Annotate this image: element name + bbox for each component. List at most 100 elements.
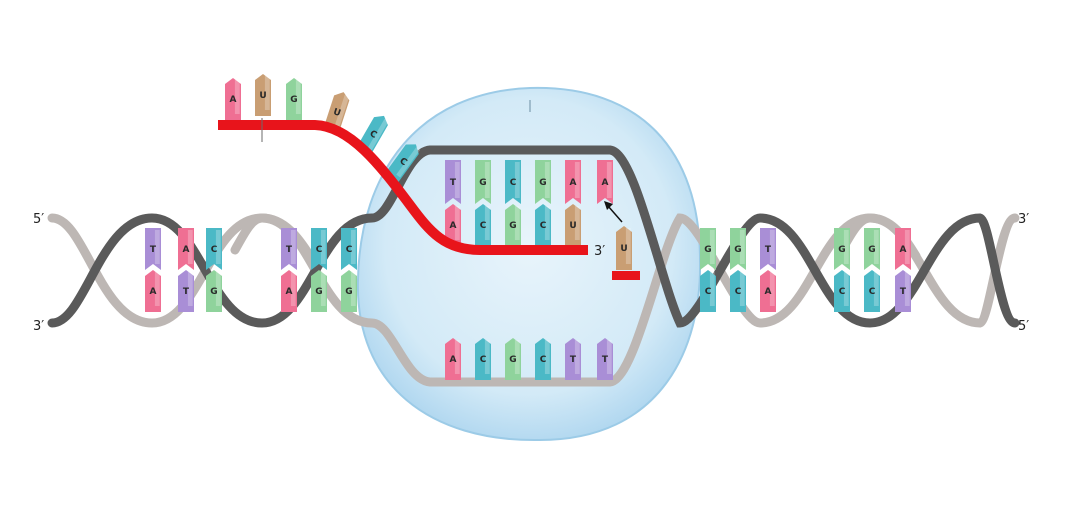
right-helix-bottom-base-6-letter: T [900,287,907,297]
right-helix-top-base-3-shade [769,230,775,264]
right-helix-bottom-base-4-letter: C [839,287,846,297]
template-base-2-letter: G [479,178,486,188]
left-helix-top-base-5-block [311,228,327,270]
right-helix-bottom-base-1-block [700,270,716,312]
right-helix-bottom-base-5-block [864,270,880,312]
template-base-1-letter: T [450,178,457,188]
right-helix-bottom-base-5-shade [873,272,879,306]
right-helix-top-base-1-shade [709,230,715,264]
rna-paired-base-2-letter: C [480,221,487,231]
template-base-6-shade [606,162,612,198]
rna-tail-base-6: C [384,144,421,184]
incoming-base-shade [625,228,631,264]
label-3prime-bottom-left: 3′ [33,319,44,334]
coding-base-5-letter: T [570,355,577,365]
left-helix-top-base-6-block [341,228,357,270]
rna-tail-base-4-letter: U [332,107,342,119]
right-helix-top-base-1-block [700,228,716,270]
rna-tail-base-2-shade [264,76,270,110]
coding-base-2-block [475,338,491,380]
rna-tail-base-3-block [286,78,302,120]
coding-base-2-shade [484,340,490,374]
coding-base-4-letter: C [540,355,547,365]
rna-tail-base-5-letter: C [368,129,379,141]
rna-paired-base-2-shade [484,206,490,240]
rna-tail-base-1-shade [234,80,240,114]
template-base-3-block [505,160,521,204]
right-helix-top-base-6-letter: A [900,245,907,255]
rna-tail-base-3-letter: G [290,95,297,105]
template-base-3-shade [514,162,520,198]
coding-base-2-letter: C [480,355,487,365]
right-helix-bottom-base-1-letter: C [705,287,712,297]
template-base-5-shade [574,162,580,198]
right-helix-top-base-2-block [730,228,746,270]
left-helix-bottom-base-2-block [178,270,194,312]
rna-paired-base-1-letter: A [450,221,457,231]
left-helix-top-base-6-shade [350,230,356,264]
coding-base-1-block [445,338,461,380]
rna-paired-base-5-block [565,204,581,246]
right-helix-bottom-base-1-shade [709,272,715,306]
coding-base-1-shade [454,340,460,374]
left-helix-top-base-3-letter: C [211,245,218,255]
rna-tail-base-5-shade [367,118,389,151]
right-helix-top-base-6-block [895,228,911,270]
rna-paired-base-1-shade [454,206,460,240]
left-helix-bottom-base-1-block [145,270,161,312]
right-helix-top-base-5-block [864,228,880,270]
rna-tail-base-1: A [225,78,241,120]
rna-paired-base-5-shade [574,206,580,240]
left-helix-bottom-base-2-shade [187,272,193,306]
left-helix-bottom-base-6-letter: G [345,287,352,297]
right-helix-bottom-base-6-block [895,270,911,312]
rna-polymerase-bubble [356,86,702,442]
right-helix-bottom-base-5-letter: C [869,287,876,297]
left-helix-bottom-base-3-letter: G [210,287,217,297]
left-helix-bottom-base-5-shade [320,272,326,306]
rna-tail-base-1-letter: A [230,95,237,105]
right-helix-bottom-base-2-letter: C [735,287,742,297]
template-base-1-block [445,160,461,204]
left-helix-top-base-2-shade [187,230,193,264]
left-helix-top-base-4-letter: T [286,245,293,255]
right-helix-bottom-base-2-block [730,270,746,312]
left-helix-bottom-base-3-block [206,270,222,312]
template-base-4-letter: G [539,178,546,188]
left-helix-top-base-1-shade [154,230,160,264]
right-helix-top-base-2-shade [739,230,745,264]
left-helix-bottom-base-6-shade [350,272,356,306]
left-helix-bottom-base-4-letter: A [286,287,293,297]
coding-base-5-shade [574,340,580,374]
rna-paired-base-4-shade [544,206,550,240]
template-base-4-block [535,160,551,204]
template-base-6-block [597,160,613,204]
rna-paired-base-4-block [535,204,551,246]
rna-tail-base-3: G [286,78,302,120]
left-helix-top-base-4-shade [290,230,296,264]
incoming-phosphate [612,271,640,280]
rna-tail-base-2-letter: U [259,91,266,101]
incoming-arrow [607,205,623,223]
right-helix-bottom-base-3-shade [769,272,775,306]
rna-tail-base-3-shade [295,80,301,114]
right-helix-bottom-base-4-shade [843,272,849,306]
rna-paired-base-3-letter: G [509,221,516,231]
incoming-arrow-head [604,201,613,210]
template-base-3-letter: C [510,178,517,188]
left-helix-top-base-2-letter: A [183,245,190,255]
coding-base-4-shade [544,340,550,374]
left-helix-top-base-5-letter: C [316,245,323,255]
template-base-4-shade [544,162,550,198]
left-helix-top-base-4-block [281,228,297,270]
left-helix-top-base-2-block [178,228,194,270]
left-helix-bottom-base-5-block [311,270,327,312]
incoming-base-block [616,226,632,270]
coding-base-4-block [535,338,551,380]
right-helix-top-base-3-block [760,228,776,270]
right-helix-top-base-5-shade [873,230,879,264]
